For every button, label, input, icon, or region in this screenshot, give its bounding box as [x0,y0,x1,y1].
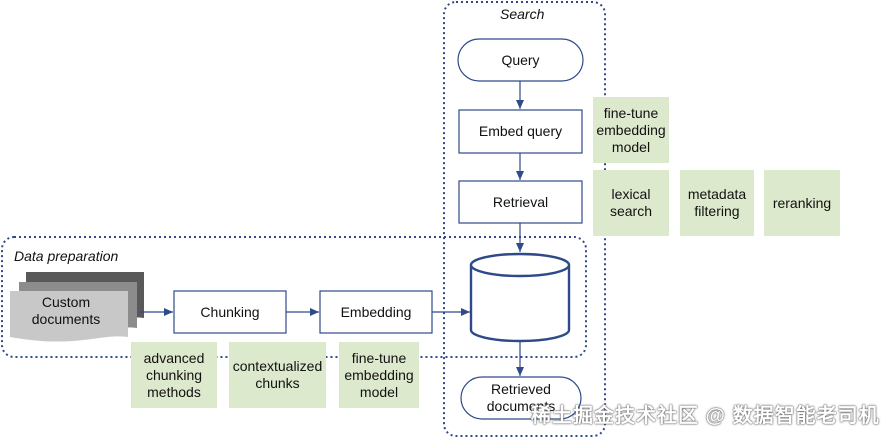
embed-query-node-shape [458,109,583,154]
embed-query-node-label: Embed query [478,123,563,139]
custom-documents-label: Custom documents [31,294,101,327]
annotation-fine-tune-embedding-prep: fine-tune embedding model [339,342,419,408]
retrieved-documents-node-label: Retrieved documents [486,381,556,414]
data-preparation-group-border [1,236,587,358]
search-group-title: Search [500,6,545,22]
annotation-contextualized-chunks: contextualized chunks [229,342,326,408]
annotation-lexical-search: lexical search [593,170,669,236]
retrieval-node-label: Retrieval [492,193,549,210]
annotation-reranking: reranking [764,170,840,236]
custom-documents-icon [10,272,144,342]
data-preparation-group-title: Data preparation [14,248,119,264]
annotation-metadata-filtering: metadata filtering [680,170,754,236]
watermark-text: 稀土掘金技术社区 @ 数据智能老司机 [531,405,880,427]
embedding-node-label: Embedding [340,303,412,320]
query-node-label: Query [501,51,540,68]
annotation-fine-tune-embedding-search: fine-tune embedding model [593,97,669,163]
vector-database-icon [469,252,571,343]
retrieved-documents-node-shape [460,376,582,420]
retrieval-node-shape [458,180,583,224]
chunking-node-label: Chunking [200,303,260,320]
annotation-advanced-chunking-methods: advanced chunking methods [131,342,217,408]
